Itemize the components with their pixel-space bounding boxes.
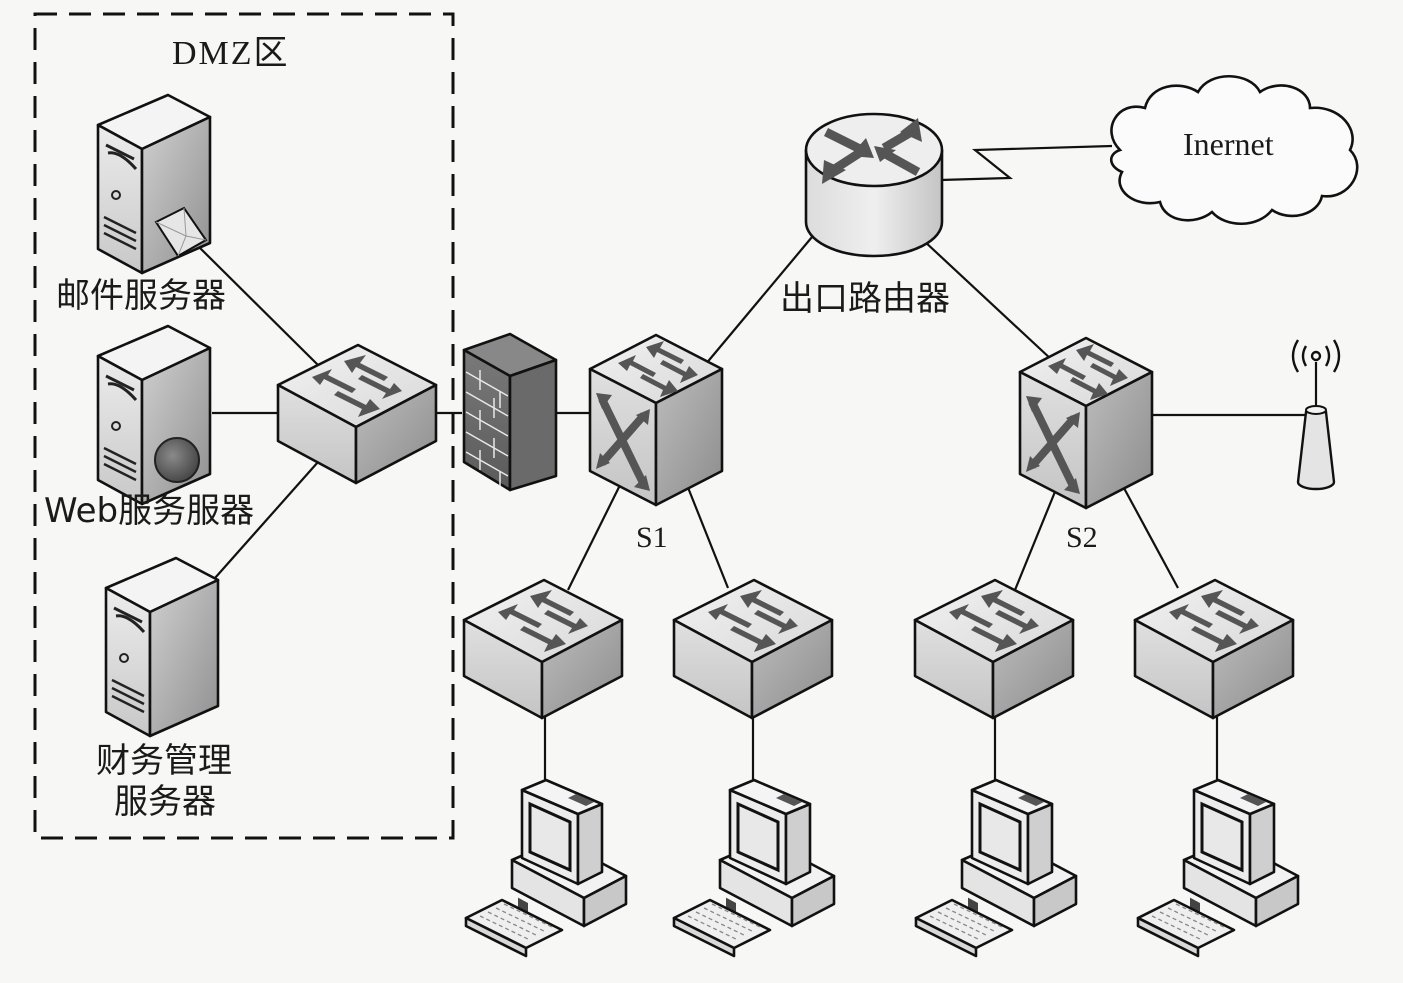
link-s2-router	[922, 239, 1053, 361]
links	[199, 144, 1305, 782]
core-switch-s2[interactable]	[1020, 338, 1152, 508]
finance-server-label-line2: 服务器	[114, 782, 216, 822]
mail-server[interactable]	[96, 93, 212, 275]
dmz-zone-label: DMZ区	[172, 35, 290, 72]
exit-router-label: 出口路由器	[780, 279, 950, 319]
link-s1-a2	[681, 474, 730, 589]
internet-label: Inernet	[1183, 126, 1274, 162]
access-switch-a2[interactable]	[672, 578, 834, 720]
dmz-zone-boundary	[33, 12, 455, 840]
exit-router[interactable]	[804, 112, 944, 258]
pc-3[interactable]	[914, 778, 1078, 958]
wifi-signal-icon	[1291, 339, 1341, 373]
internet-cloud[interactable]	[1109, 74, 1359, 225]
web-server-label: Web服务服器	[44, 491, 254, 531]
brick-pattern	[465, 370, 509, 486]
access-switch-a3[interactable]	[913, 578, 1075, 720]
access-switch-a4[interactable]	[1133, 578, 1295, 720]
wireless-access-point[interactable]	[1291, 339, 1341, 491]
link-s2-a3	[1013, 476, 1063, 591]
link-s1-router	[704, 236, 813, 366]
web-server[interactable]	[96, 324, 212, 506]
dmz-switch[interactable]	[276, 343, 438, 485]
link-s1-a1	[567, 474, 626, 591]
link-s2-a4	[1117, 476, 1179, 589]
link-mail-dmzswitch	[199, 247, 319, 366]
core-switch-s1[interactable]	[590, 335, 722, 505]
finance-server[interactable]	[104, 556, 220, 738]
pc-4[interactable]	[1136, 778, 1300, 958]
firewall[interactable]	[462, 332, 558, 492]
envelope-icon	[154, 206, 208, 258]
link-router-internet	[939, 144, 1113, 182]
router-arrows-icon	[822, 118, 922, 184]
finance-server-label-line1: 财务管理	[96, 741, 232, 781]
pc-1[interactable]	[464, 778, 628, 958]
core-switch-s2-label: S2	[1066, 521, 1098, 554]
core-switch-s1-label: S1	[636, 521, 668, 554]
access-switch-a1[interactable]	[462, 578, 624, 720]
globe-icon	[154, 437, 200, 483]
pc-2[interactable]	[672, 778, 836, 958]
link-finance-dmzswitch	[214, 461, 319, 579]
mail-server-label: 邮件服务器	[56, 276, 226, 316]
